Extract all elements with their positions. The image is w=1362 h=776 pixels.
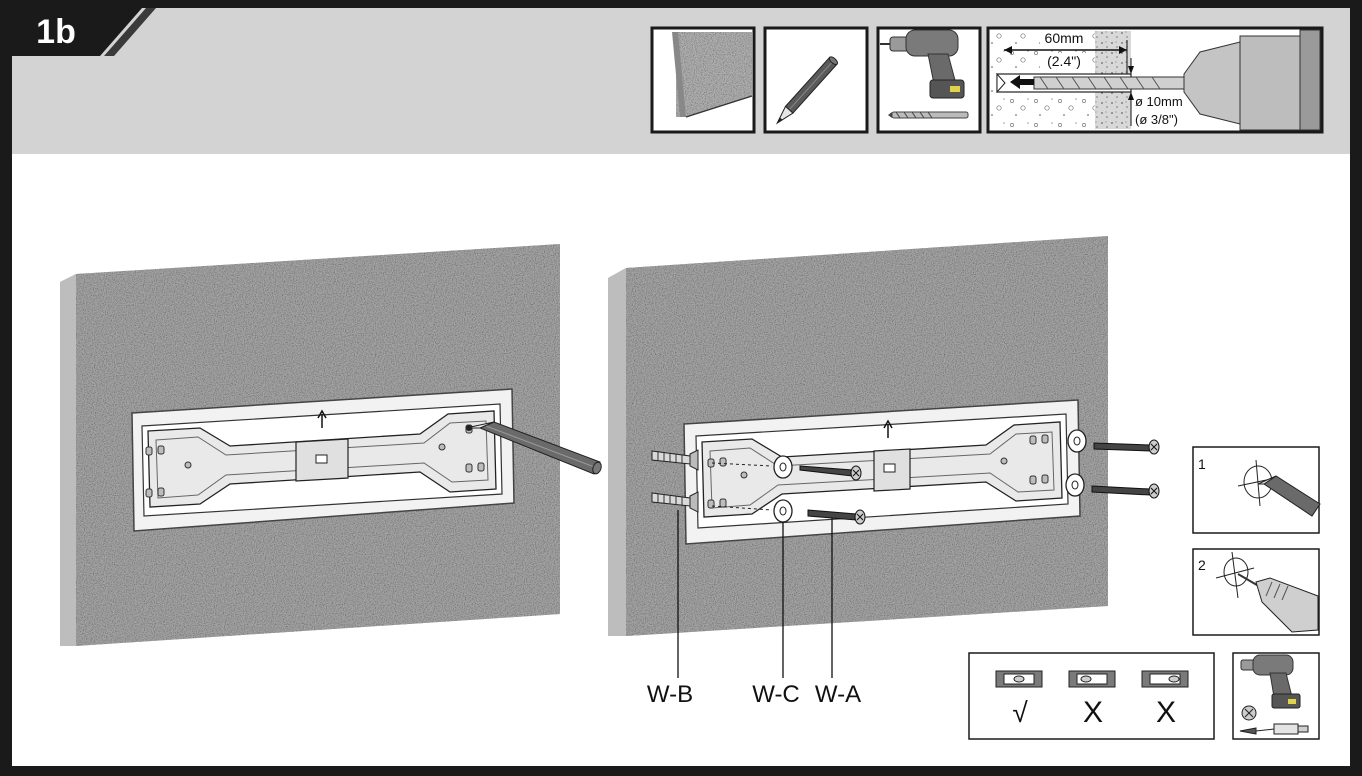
drill-chuck-icon xyxy=(1183,29,1321,131)
tool-panel-wall xyxy=(650,26,756,134)
step-badge xyxy=(12,8,142,56)
wall-anchor-icon xyxy=(1239,723,1309,735)
wall-right xyxy=(608,236,1160,678)
step-label: 1b xyxy=(36,13,76,51)
pencil-icon xyxy=(1257,475,1321,517)
screw-icon xyxy=(1093,439,1160,455)
plate-slots xyxy=(145,424,485,498)
level-check-panel: √ X X xyxy=(968,652,1215,740)
detail-panel-drill: 2 xyxy=(1192,548,1320,636)
screw-icon xyxy=(1091,483,1160,499)
bubble-level-icon xyxy=(1068,670,1116,688)
diameter-mm-label: ø 10mm xyxy=(1135,94,1183,109)
drill-bit-icon xyxy=(888,111,969,119)
callout-wa: W-A xyxy=(815,681,861,708)
up-arrow-icon xyxy=(317,409,327,428)
step-badge-accent xyxy=(104,8,156,56)
drill-bit-icon xyxy=(1033,76,1185,90)
detail-step-1: 1 xyxy=(1198,456,1206,472)
callout-wb: W-B xyxy=(647,681,693,708)
power-drill-icon xyxy=(1237,573,1319,633)
pencil-icon xyxy=(775,56,838,125)
detail-panel-mark: 1 xyxy=(1192,446,1321,534)
power-drill-icon xyxy=(1240,654,1301,709)
level-bad-mark-2: X xyxy=(1156,696,1176,729)
mounting-plate-right xyxy=(683,399,1081,545)
screw-icon xyxy=(807,509,866,525)
bubble-level-icon xyxy=(1141,670,1189,688)
tool-panel-pencil xyxy=(763,26,869,134)
drill-direction-arrow xyxy=(1010,75,1034,89)
washer-icon xyxy=(773,499,793,523)
depth-in-label: (2.4") xyxy=(1047,53,1081,69)
screw-head-icon xyxy=(1241,705,1257,721)
wall-left xyxy=(60,244,602,646)
washer-icon xyxy=(1065,473,1085,497)
wall-material-icon xyxy=(672,32,753,118)
wall-anchor-icon xyxy=(651,449,699,471)
diameter-in-label: (ø 3/8") xyxy=(1135,112,1178,127)
washer-icon xyxy=(773,455,793,479)
level-bad-mark-1: X xyxy=(1083,696,1103,729)
up-arrow-icon xyxy=(883,419,893,438)
fixing-tools-panel xyxy=(1232,652,1320,740)
detail-step-2: 2 xyxy=(1198,557,1206,573)
drill-spec-panel: 60mm (2.4") ø 10mm (ø 3/8") xyxy=(986,26,1324,134)
screw-icon xyxy=(799,465,862,481)
level-ok-mark: √ xyxy=(1012,697,1028,728)
bubble-level-icon xyxy=(995,670,1043,688)
mounting-plate-left xyxy=(131,388,515,532)
tool-panel-drill xyxy=(876,26,982,134)
depth-mm-label: 60mm xyxy=(1045,30,1084,46)
wall-anchor-icon xyxy=(651,491,699,513)
pencil-icon xyxy=(465,421,602,475)
washer-icon xyxy=(1067,429,1087,453)
power-drill-icon xyxy=(880,29,965,99)
callout-wc: W-C xyxy=(752,681,800,708)
